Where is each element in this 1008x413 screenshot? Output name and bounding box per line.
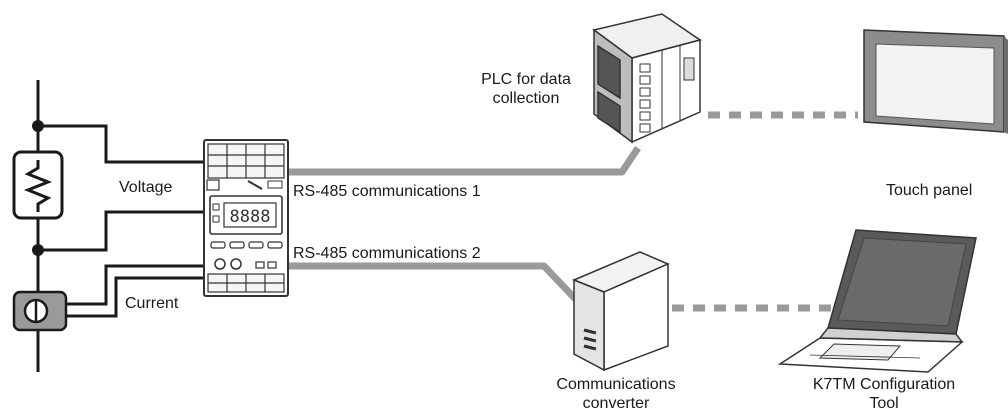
svg-text:8888: 8888 xyxy=(230,207,271,227)
converter-icon xyxy=(572,251,670,372)
voltage-label: Voltage xyxy=(119,179,173,196)
touch-panel-label: Touch panel xyxy=(886,182,973,199)
rs485-2-label: RS-485 communications 2 xyxy=(293,245,481,262)
plc-label: PLC for data collection xyxy=(456,70,596,108)
comm-line-1 xyxy=(288,146,641,176)
laptop-icon xyxy=(777,229,977,373)
current-transformer-icon xyxy=(12,290,68,332)
converter-label-line1: Communications xyxy=(556,376,676,393)
comm-line-2 xyxy=(288,262,585,309)
converter-label-line2: converter xyxy=(582,395,650,412)
junction-dots xyxy=(32,120,44,256)
k7tm-label-line1: K7TM Configuration xyxy=(812,376,956,393)
power-monitor-device: 8888 xyxy=(203,139,289,297)
current-label: Current xyxy=(125,295,179,312)
k7tm-label: K7TM Configuration Tool xyxy=(796,375,972,413)
k7tm-label-line2: Tool xyxy=(869,395,899,412)
converter-label: Communications converter xyxy=(540,375,692,413)
rs485-1-label: RS-485 communications 1 xyxy=(293,183,481,200)
touch-panel-icon xyxy=(863,29,1008,134)
plc-label-line1: PLC for data xyxy=(481,71,571,88)
plc-label-line2: collection xyxy=(492,90,560,107)
resistor-icon xyxy=(12,150,64,220)
plc-icon xyxy=(592,13,702,144)
